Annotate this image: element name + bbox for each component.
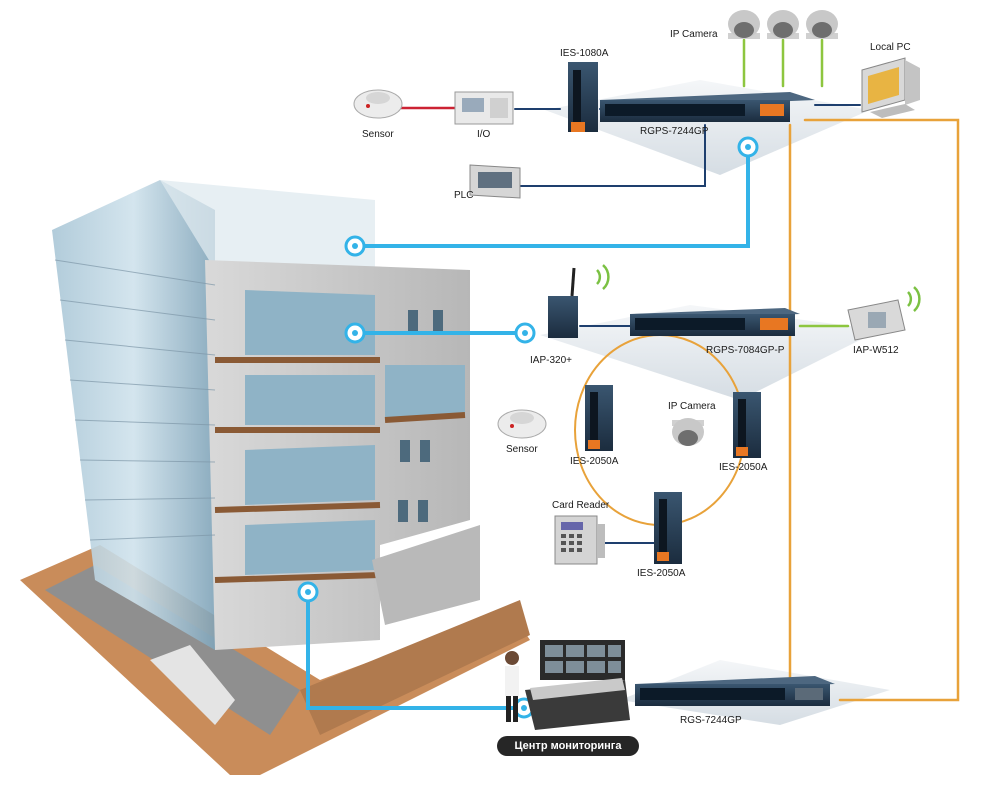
rgps-7084gp-p-switch-icon [630, 308, 800, 336]
ethernet-ground-link [306, 590, 522, 710]
node-floor [344, 322, 366, 344]
office-building [52, 180, 480, 650]
ethernet-roof-link [353, 145, 750, 248]
connection-nodes [297, 136, 759, 719]
local-pc-icon [861, 57, 920, 118]
node-ap [514, 322, 536, 344]
io-module-icon [454, 91, 514, 125]
ip-camera-mid-icon [672, 418, 704, 446]
node-top-platform [737, 136, 759, 158]
label-ies-2050a-bottom: IES-2050A [637, 568, 686, 579]
sensor-icon [353, 89, 403, 119]
card-reader-icon [554, 515, 605, 565]
ies-2050a-bottom-switch-icon [654, 492, 682, 564]
label-io: I/O [477, 129, 491, 140]
label-iap-w512: IAP-W512 [853, 345, 899, 356]
ies-2050a-left-switch-icon [585, 385, 613, 451]
rgps-7244gp-switch-icon [600, 92, 815, 122]
label-local-pc: Local PC [870, 42, 911, 53]
ies-1080a-switch-icon [568, 62, 598, 132]
plc-icon [469, 164, 521, 199]
monitoring-center-badge: Центр мониторинга [497, 736, 639, 756]
label-rgps-7084gp-p: RGPS-7084GP-P [706, 345, 785, 356]
ies-2050a-right-switch-icon [733, 392, 761, 458]
label-ip-camera-top: IP Camera [670, 29, 718, 40]
plc-to-rgps-link [519, 124, 706, 187]
label-ip-camera-mid: IP Camera [668, 401, 716, 412]
fiber-local-pc-link [803, 118, 960, 702]
label-rgs-7244gp: RGS-7244GP [680, 715, 742, 726]
ip-camera-icon [728, 10, 838, 39]
label-sensor-top: Sensor [362, 129, 394, 140]
label-ies-1080a: IES-1080A [560, 48, 609, 59]
rgs-7244gp-switch-icon [635, 676, 835, 706]
label-sensor-mid: Sensor [506, 444, 538, 455]
iap-320-access-point-icon [548, 264, 610, 338]
label-iap-320: IAP-320+ [530, 355, 572, 366]
label-rgps-7244gp: RGPS-7244GP [640, 126, 709, 137]
label-ies-2050a-right: IES-2050A [719, 462, 768, 473]
label-card-reader: Card Reader [552, 500, 610, 511]
node-roof [344, 235, 366, 257]
node-ground [297, 581, 319, 603]
label-ies-2050a-left: IES-2050A [570, 456, 619, 467]
iap-w512-access-point-icon [847, 286, 921, 341]
sensor-mid-icon [497, 409, 547, 439]
monitoring-console-icon [505, 640, 630, 730]
label-plc: PLC [454, 190, 474, 201]
